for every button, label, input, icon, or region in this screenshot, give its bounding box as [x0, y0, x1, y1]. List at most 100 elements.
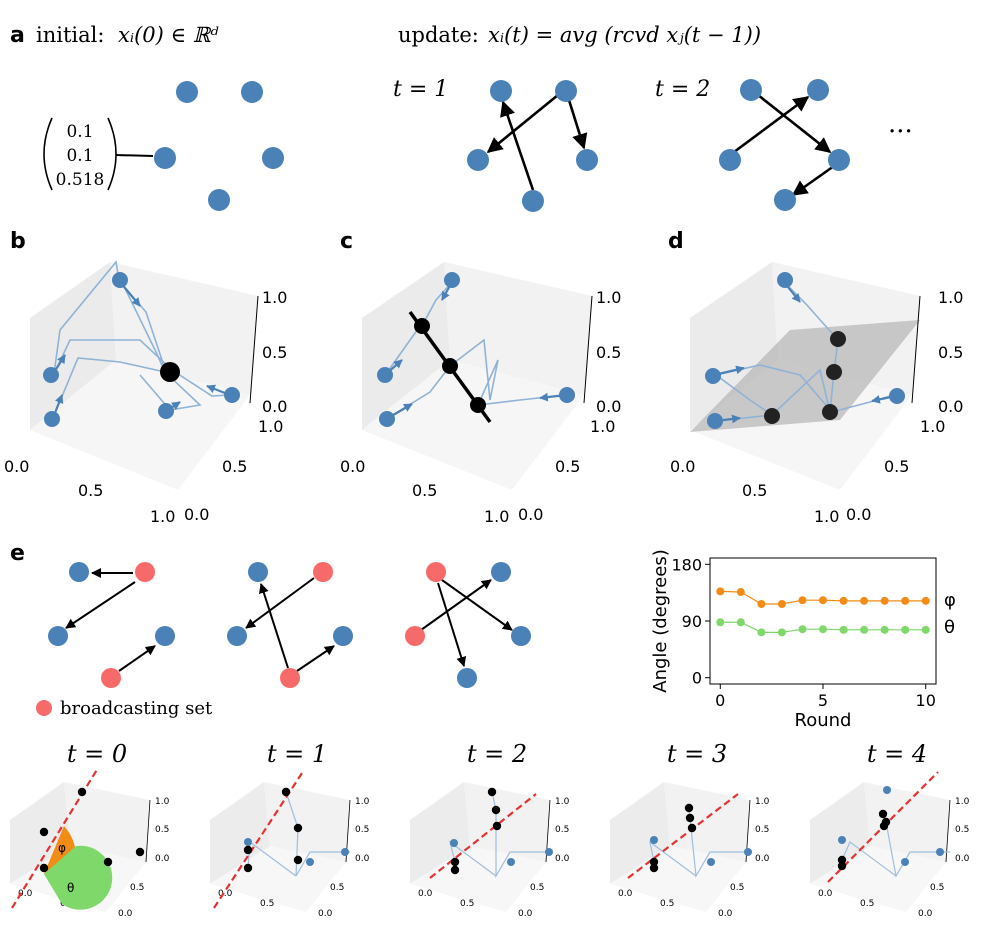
z-tick: 0.0 — [955, 854, 970, 864]
y-tick: 0.0 — [846, 505, 871, 524]
node — [155, 626, 175, 646]
node — [650, 836, 658, 844]
broadcast-node — [405, 626, 425, 646]
legend-label: broadcasting set — [60, 698, 213, 719]
pane-floor — [30, 360, 250, 490]
agent-point — [879, 821, 889, 831]
node — [777, 272, 793, 288]
node — [491, 562, 511, 582]
panel-c: c 1.0 0.5 0.0 0.0 0.5 1.0 1.0 0.5 0.0 — [340, 229, 621, 526]
series-point — [921, 625, 930, 634]
node — [555, 80, 577, 102]
x-tick: 1.0 — [814, 507, 839, 526]
node — [740, 79, 762, 101]
t2-label: t = 2 — [655, 77, 710, 102]
consensus-point — [830, 331, 846, 347]
agent-point — [39, 863, 49, 873]
agent-point — [837, 861, 847, 871]
x-tick: 0.0 — [618, 889, 633, 899]
pane-back — [464, 782, 550, 862]
initial-formula: xᵢ(0) ∈ ℝᵈ — [118, 23, 219, 47]
legend-phi: φ — [944, 590, 956, 611]
y-tick-label: 180 — [671, 555, 702, 574]
agent-point — [243, 863, 253, 873]
node — [44, 411, 60, 427]
time-label: t = 1 — [267, 740, 327, 768]
legend-marker — [36, 700, 52, 716]
z-tick: 0.5 — [355, 825, 369, 835]
node — [507, 858, 515, 866]
pane-left — [210, 782, 270, 884]
y-tick: 0.5 — [330, 883, 344, 893]
broadcast-node — [280, 668, 300, 688]
arrow — [791, 164, 835, 197]
x-tick: 0.5 — [260, 899, 274, 909]
consensus-plane — [690, 320, 920, 432]
y-tick: 1.0 — [920, 417, 945, 436]
node — [705, 368, 721, 384]
arrow — [500, 100, 535, 191]
theta-label: θ — [67, 881, 74, 895]
series-point — [716, 618, 725, 627]
theta-wedge — [44, 845, 113, 910]
y-tick: 0.5 — [130, 883, 144, 893]
series-point — [777, 599, 786, 608]
update-formula: xᵢ(t) = avg (rcvd xⱼ(t − 1)) — [488, 23, 761, 47]
panel-letter-b: b — [10, 229, 26, 254]
trajectory — [449, 840, 497, 877]
z-tick: 0.5 — [955, 825, 969, 835]
panel-letter-e: e — [10, 541, 25, 566]
bottom-panel: t = 41.00.50.00.00.50.50.0 — [810, 740, 970, 919]
agent-point — [103, 857, 113, 867]
z-tick: 1.0 — [938, 288, 963, 307]
series-point — [921, 596, 930, 605]
pane-left — [690, 262, 778, 430]
t1-label: t = 1 — [393, 77, 448, 102]
agent-point — [77, 787, 87, 797]
x-tick: 0.5 — [460, 899, 474, 909]
z-tick: 0.5 — [596, 343, 621, 362]
agent-point — [293, 823, 303, 833]
agent-point — [293, 855, 303, 865]
node — [208, 189, 230, 211]
series-point — [716, 587, 725, 596]
series-point — [757, 599, 766, 608]
node — [450, 839, 458, 847]
bottom-panel: t = 01.00.50.00.00.50.50.0φθ — [10, 740, 170, 919]
node — [774, 189, 796, 211]
vector-entry: 0.1 — [66, 122, 93, 142]
z-tick: 0.0 — [555, 854, 570, 864]
x-tick: 0.5 — [742, 481, 767, 500]
node — [744, 848, 752, 856]
x-tick: 0.0 — [670, 457, 695, 476]
node — [112, 272, 128, 288]
z-tick: 0.0 — [262, 397, 287, 416]
y-tick: 0.0 — [184, 505, 209, 524]
time-label: t = 3 — [667, 740, 727, 768]
agent-point — [450, 857, 460, 867]
y-tick: 1.0 — [590, 417, 615, 436]
series-point — [901, 625, 910, 634]
series-point — [736, 588, 745, 597]
z-tick: 0.5 — [555, 825, 569, 835]
node — [444, 272, 460, 288]
pane-back — [864, 782, 950, 862]
series-point — [777, 628, 786, 637]
arrow — [757, 93, 832, 154]
x-tick: 0.0 — [418, 889, 433, 899]
graph-t1: t = 1 — [393, 77, 598, 212]
x-tick: 1.0 — [150, 507, 175, 526]
agent-point — [243, 845, 253, 855]
z-tick: 0.0 — [355, 854, 370, 864]
panel-letter-a: a — [10, 23, 25, 48]
node — [248, 562, 268, 582]
z-axis — [249, 295, 259, 404]
node — [901, 858, 909, 866]
left-paren — [43, 117, 53, 191]
node — [176, 81, 198, 103]
series-point — [798, 625, 807, 634]
bottom-panel: t = 11.00.50.00.00.50.50.0 — [210, 740, 370, 919]
initial-prefix: initial: — [36, 23, 104, 47]
